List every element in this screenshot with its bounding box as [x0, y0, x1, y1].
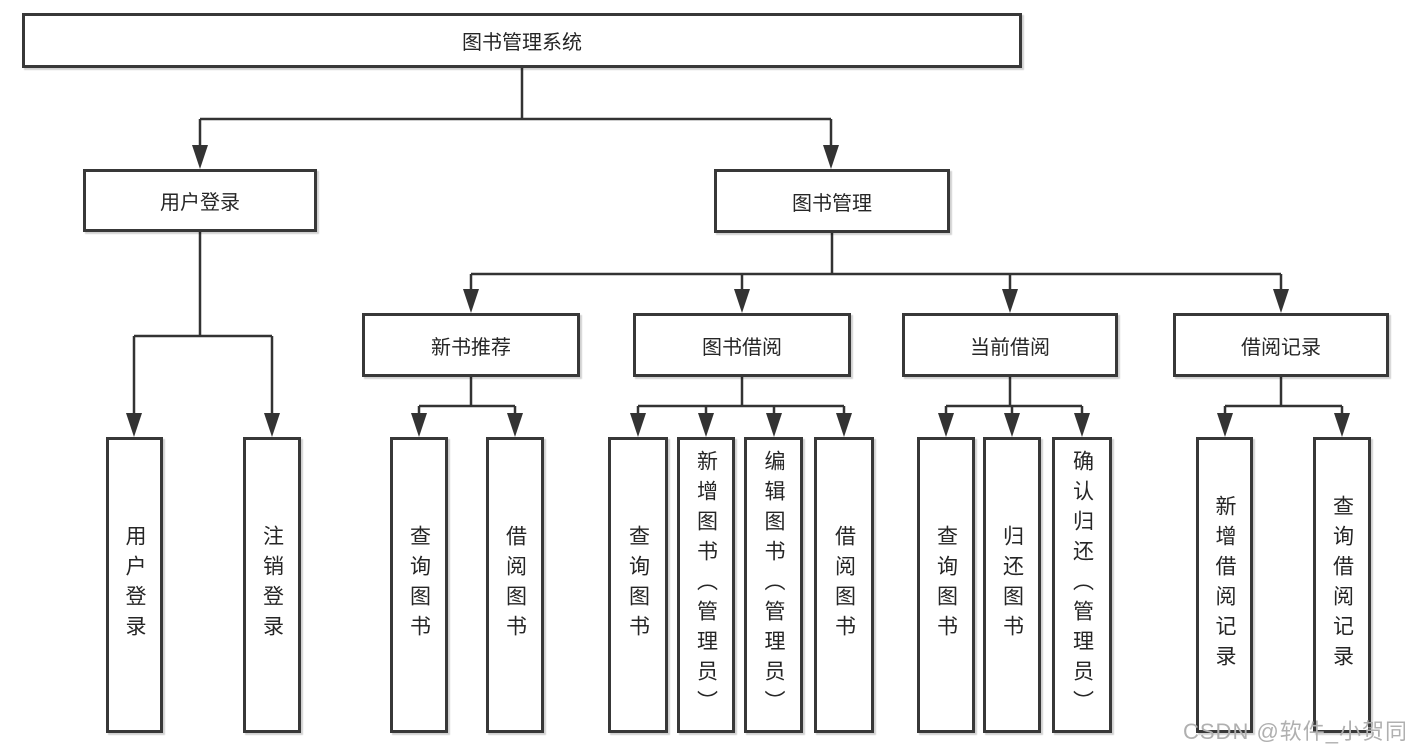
connector-borrowing-to-leaves [630, 377, 852, 437]
arrowhead [411, 413, 427, 437]
node-book-management: 图书管理 [714, 169, 950, 233]
leaf-borrow-book: 借阅图书 [814, 437, 874, 733]
node-label: 查询图书 [934, 525, 958, 645]
node-label: 注销登录 [260, 525, 284, 645]
arrowhead [698, 413, 714, 437]
node-user-login: 用户登录 [83, 169, 317, 232]
arrowhead [463, 289, 479, 313]
node-label: 新增借阅记录 [1213, 495, 1237, 675]
connector-user-login-to-leaves [126, 232, 280, 437]
node-label: 编辑图书（管理员） [762, 450, 786, 720]
arrowhead [734, 289, 750, 313]
node-library-system: 图书管理系统 [22, 13, 1022, 68]
arrowhead [1217, 413, 1233, 437]
arrowhead [1004, 413, 1020, 437]
connector-new-book-to-leaves [411, 377, 523, 437]
node-label: 借阅图书 [503, 525, 527, 645]
node-label: 借阅图书 [832, 525, 856, 645]
node-label: 查询图书 [407, 525, 431, 645]
node-label: 新增图书（管理员） [694, 450, 718, 720]
node-label: 确认归还（管理员） [1070, 450, 1094, 720]
arrowhead [630, 413, 646, 437]
node-label: 归还图书 [1000, 525, 1024, 645]
node-new-book-recommendation: 新书推荐 [362, 313, 580, 377]
arrowhead [192, 145, 208, 169]
leaf-edit-book-admin: 编辑图书（管理员） [744, 437, 803, 733]
leaf-user-login: 用户登录 [106, 437, 163, 733]
node-label: 借阅记录 [1241, 336, 1321, 359]
arrowhead [126, 413, 142, 437]
node-borrowing-records: 借阅记录 [1173, 313, 1389, 377]
leaf-query-books: 查询图书 [390, 437, 448, 733]
node-book-borrowing: 图书借阅 [633, 313, 851, 377]
arrowhead [1074, 413, 1090, 437]
node-label: 图书管理 [792, 192, 872, 215]
leaf-confirm-return-admin: 确认归还（管理员） [1052, 437, 1112, 733]
arrowhead [1273, 289, 1289, 313]
leaf-borrowing-query-books: 查询图书 [608, 437, 668, 733]
node-label: 新书推荐 [431, 336, 511, 359]
arrowhead [766, 413, 782, 437]
arrowhead [1002, 289, 1018, 313]
csdn-watermark: CSDN @软件_小贺同学 [1183, 719, 1405, 744]
arrowhead [938, 413, 954, 437]
leaf-add-book-admin: 新增图书（管理员） [677, 437, 735, 733]
leaf-return-book: 归还图书 [983, 437, 1041, 733]
node-label: 用户登录 [160, 192, 240, 214]
connector-records-to-leaves [1217, 377, 1350, 437]
node-label: 用户登录 [123, 525, 147, 645]
arrowhead [836, 413, 852, 437]
arrowhead [507, 413, 523, 437]
arrowhead [823, 145, 839, 169]
leaf-add-borrow-record: 新增借阅记录 [1196, 437, 1253, 733]
leaf-current-query-books: 查询图书 [917, 437, 975, 733]
arrowhead [1334, 413, 1350, 437]
node-label: 当前借阅 [970, 336, 1050, 359]
connector-root-to-level1 [192, 68, 839, 169]
node-current-borrowing: 当前借阅 [902, 313, 1118, 377]
node-label: 图书借阅 [702, 336, 782, 359]
node-label: 查询借阅记录 [1330, 495, 1354, 675]
leaf-logout: 注销登录 [243, 437, 301, 733]
connector-book-mgmt-to-modules [463, 233, 1289, 313]
arrowhead [264, 413, 280, 437]
leaf-query-borrow-record: 查询借阅记录 [1313, 437, 1371, 733]
node-label: 查询图书 [626, 525, 650, 645]
connector-current-to-leaves [938, 377, 1090, 437]
leaf-borrow-books: 借阅图书 [486, 437, 544, 733]
node-label: 图书管理系统 [462, 32, 582, 54]
